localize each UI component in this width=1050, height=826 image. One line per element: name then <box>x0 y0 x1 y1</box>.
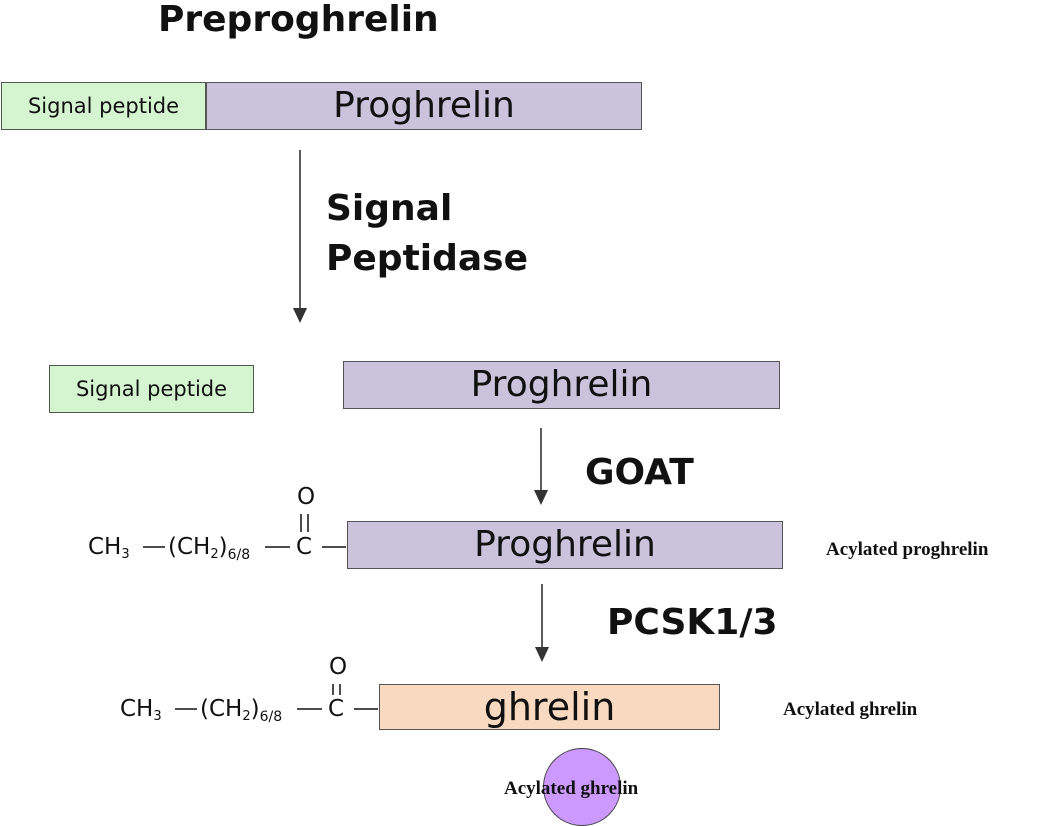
signal-peptide-box-cleaved: Signal peptide <box>49 365 254 413</box>
signal-peptide-cleaved-label: Signal peptide <box>75 376 228 401</box>
acylated-proghrelin-label: Acylated proghrelin <box>826 539 989 560</box>
enzyme-goat: GOAT <box>585 452 694 493</box>
signal-peptide-label: Signal peptide <box>27 93 180 118</box>
enzyme-signal-peptidase-line1: Signal <box>326 188 453 229</box>
carbonyl-carbon-proghrelin: C <box>296 534 313 560</box>
arrow-step2-head <box>534 490 548 505</box>
proghrelin-label: Proghrelin <box>333 85 515 126</box>
acylated-ghrelin-circle-label: Acylated ghrelin <box>504 778 639 799</box>
enzyme-signal-peptidase-line2: Peptidase <box>326 238 529 280</box>
acylated-ghrelin-label: Acylated ghrelin <box>783 699 918 720</box>
carbonyl-oxygen-proghrelin: O <box>297 484 316 510</box>
enzyme-pcsk1-3: PCSK1/3 <box>607 602 778 643</box>
ghrelin-label: ghrelin <box>483 685 616 729</box>
proghrelin-box-acylated: Proghrelin <box>347 521 783 569</box>
arrow-step3-head <box>535 647 549 662</box>
proghrelin-cleaved-label: Proghrelin <box>470 364 653 405</box>
proghrelin-box-preproghrelin: Proghrelin <box>206 82 642 130</box>
carbonyl-carbon-ghrelin: C <box>328 696 345 722</box>
ghrelin-box-acylated: ghrelin <box>379 684 720 730</box>
acylated-ghrelin-circle <box>543 748 621 826</box>
proghrelin-acylated-label: Proghrelin <box>474 524 656 565</box>
proghrelin-box-cleaved: Proghrelin <box>343 361 780 409</box>
acyl-ch2-repeat-proghrelin: (CH2)6/8 <box>168 534 251 563</box>
acyl-ch2-repeat-ghrelin: (CH2)6/8 <box>200 696 283 725</box>
diagram-title: Preproghrelin <box>158 0 439 40</box>
acyl-chain-proghrelin: CH3 <box>88 534 130 562</box>
carbonyl-oxygen-ghrelin: O <box>329 654 348 680</box>
signal-peptide-box-preproghrelin: Signal peptide <box>1 82 206 130</box>
acyl-chain-ghrelin: CH3 <box>120 696 162 724</box>
arrow-step1-head <box>293 308 307 323</box>
enzyme-signal-peptidase: Signal Peptidase <box>326 184 528 285</box>
